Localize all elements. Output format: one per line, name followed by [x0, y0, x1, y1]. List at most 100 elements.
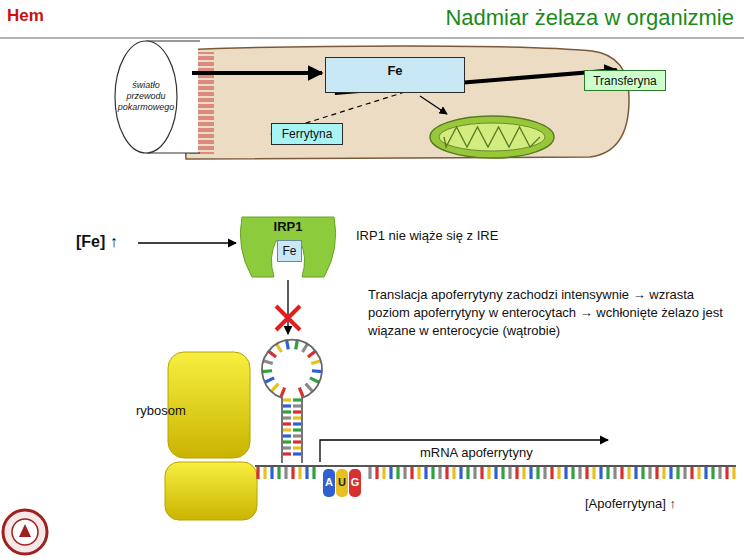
rna-base — [634, 467, 637, 479]
rna-base — [732, 467, 735, 479]
codon-base — [349, 469, 361, 497]
rna-base — [480, 467, 483, 479]
slide-title: Nadmiar żelaza w organizmie — [445, 5, 734, 31]
rna-base — [620, 467, 623, 479]
block-cross — [276, 306, 300, 330]
codon-letter: G — [349, 476, 361, 489]
ribosome-small-subunit — [165, 462, 257, 520]
reading-arrow — [320, 440, 608, 462]
node-text: Fe — [326, 63, 464, 78]
rna-base — [403, 467, 406, 479]
annotation: Translacja apoferrytyny zachodzi intensy… — [368, 286, 728, 340]
rna-base — [697, 467, 700, 479]
rna-base — [293, 428, 301, 431]
rna-base — [299, 388, 303, 397]
substance-box: Fe — [277, 240, 302, 262]
rna-base — [293, 416, 301, 419]
rna-base — [627, 467, 630, 479]
university-logo — [19, 524, 31, 537]
rna-base — [669, 467, 672, 479]
rna-base — [283, 446, 291, 449]
annotation: rybosom — [136, 403, 186, 419]
rna-base — [599, 467, 602, 479]
mrna-backbone — [255, 465, 736, 467]
node-text: Fe — [278, 244, 301, 258]
rna-base — [368, 467, 371, 479]
rna-base — [543, 467, 546, 479]
rna-base — [268, 351, 276, 357]
rna-base — [473, 467, 476, 479]
start-codon — [323, 469, 361, 497]
rna-base — [263, 467, 266, 479]
rna-base — [262, 369, 272, 373]
rna-base — [311, 361, 321, 364]
university-logo — [3, 510, 47, 554]
node-text: Ferrytyna — [272, 127, 342, 141]
rna-base — [283, 422, 291, 425]
rna-base — [578, 467, 581, 479]
rna-base — [704, 467, 707, 479]
rna-base — [293, 404, 301, 407]
codon-base — [336, 469, 348, 497]
block-cross — [276, 306, 300, 330]
rna-base — [459, 467, 462, 479]
rna-base — [382, 467, 385, 479]
codon-letter: A — [323, 476, 335, 489]
rna-base — [431, 467, 434, 479]
rna-base — [494, 467, 497, 479]
rna-base — [389, 467, 392, 479]
rna-base — [508, 467, 511, 479]
rna-base — [466, 467, 469, 479]
rna-base — [557, 467, 560, 479]
rna-base — [375, 467, 378, 479]
rna-base — [522, 467, 525, 479]
mitochondrion — [430, 116, 554, 158]
rna-base — [438, 467, 441, 479]
rna-base — [283, 410, 291, 413]
annotation: IRP1 nie wiąże się z IRE — [356, 228, 498, 244]
rna-base — [592, 467, 595, 479]
rna-base — [641, 467, 644, 479]
substance-box: Ferrytyna — [271, 123, 343, 145]
mrna-strand — [258, 340, 734, 479]
gut-lumen-cylinder — [115, 41, 177, 153]
university-logo — [12, 519, 38, 545]
rna-base — [424, 467, 427, 479]
rna-base — [308, 351, 316, 357]
rna-base — [283, 440, 291, 443]
rna-base — [265, 378, 274, 382]
rna-base — [613, 467, 616, 479]
rna-base — [283, 452, 291, 455]
section-tag: Hem — [7, 6, 44, 26]
rna-base — [283, 434, 291, 437]
block-cross — [276, 306, 300, 330]
rna-base — [283, 398, 291, 401]
codon-base — [323, 469, 335, 497]
mitochondria-arrow — [420, 96, 447, 114]
rna-base — [711, 467, 714, 479]
rna-base — [529, 467, 532, 479]
rna-base — [298, 467, 301, 479]
rna-base — [303, 343, 308, 352]
rna-base — [312, 467, 315, 479]
rna-base — [283, 404, 291, 407]
rna-base — [690, 467, 693, 479]
mitochondrion — [439, 123, 545, 151]
mitochondrion — [430, 116, 554, 158]
rna-base — [655, 467, 658, 479]
rna-base — [452, 467, 455, 479]
rna-base — [445, 467, 448, 479]
rna-base — [564, 467, 567, 479]
rna-base — [276, 343, 281, 352]
rna-base — [284, 467, 287, 479]
rna-base — [683, 467, 686, 479]
rna-base — [281, 388, 285, 397]
rna-base — [293, 440, 301, 443]
node-text: Transferyna — [585, 74, 665, 88]
annotation: mRNA apoferrytyny — [420, 445, 533, 461]
absorption-arrow — [192, 71, 322, 75]
gut-lumen-cylinder — [146, 40, 200, 41]
protein-shape: IRP1Fe — [238, 217, 338, 277]
